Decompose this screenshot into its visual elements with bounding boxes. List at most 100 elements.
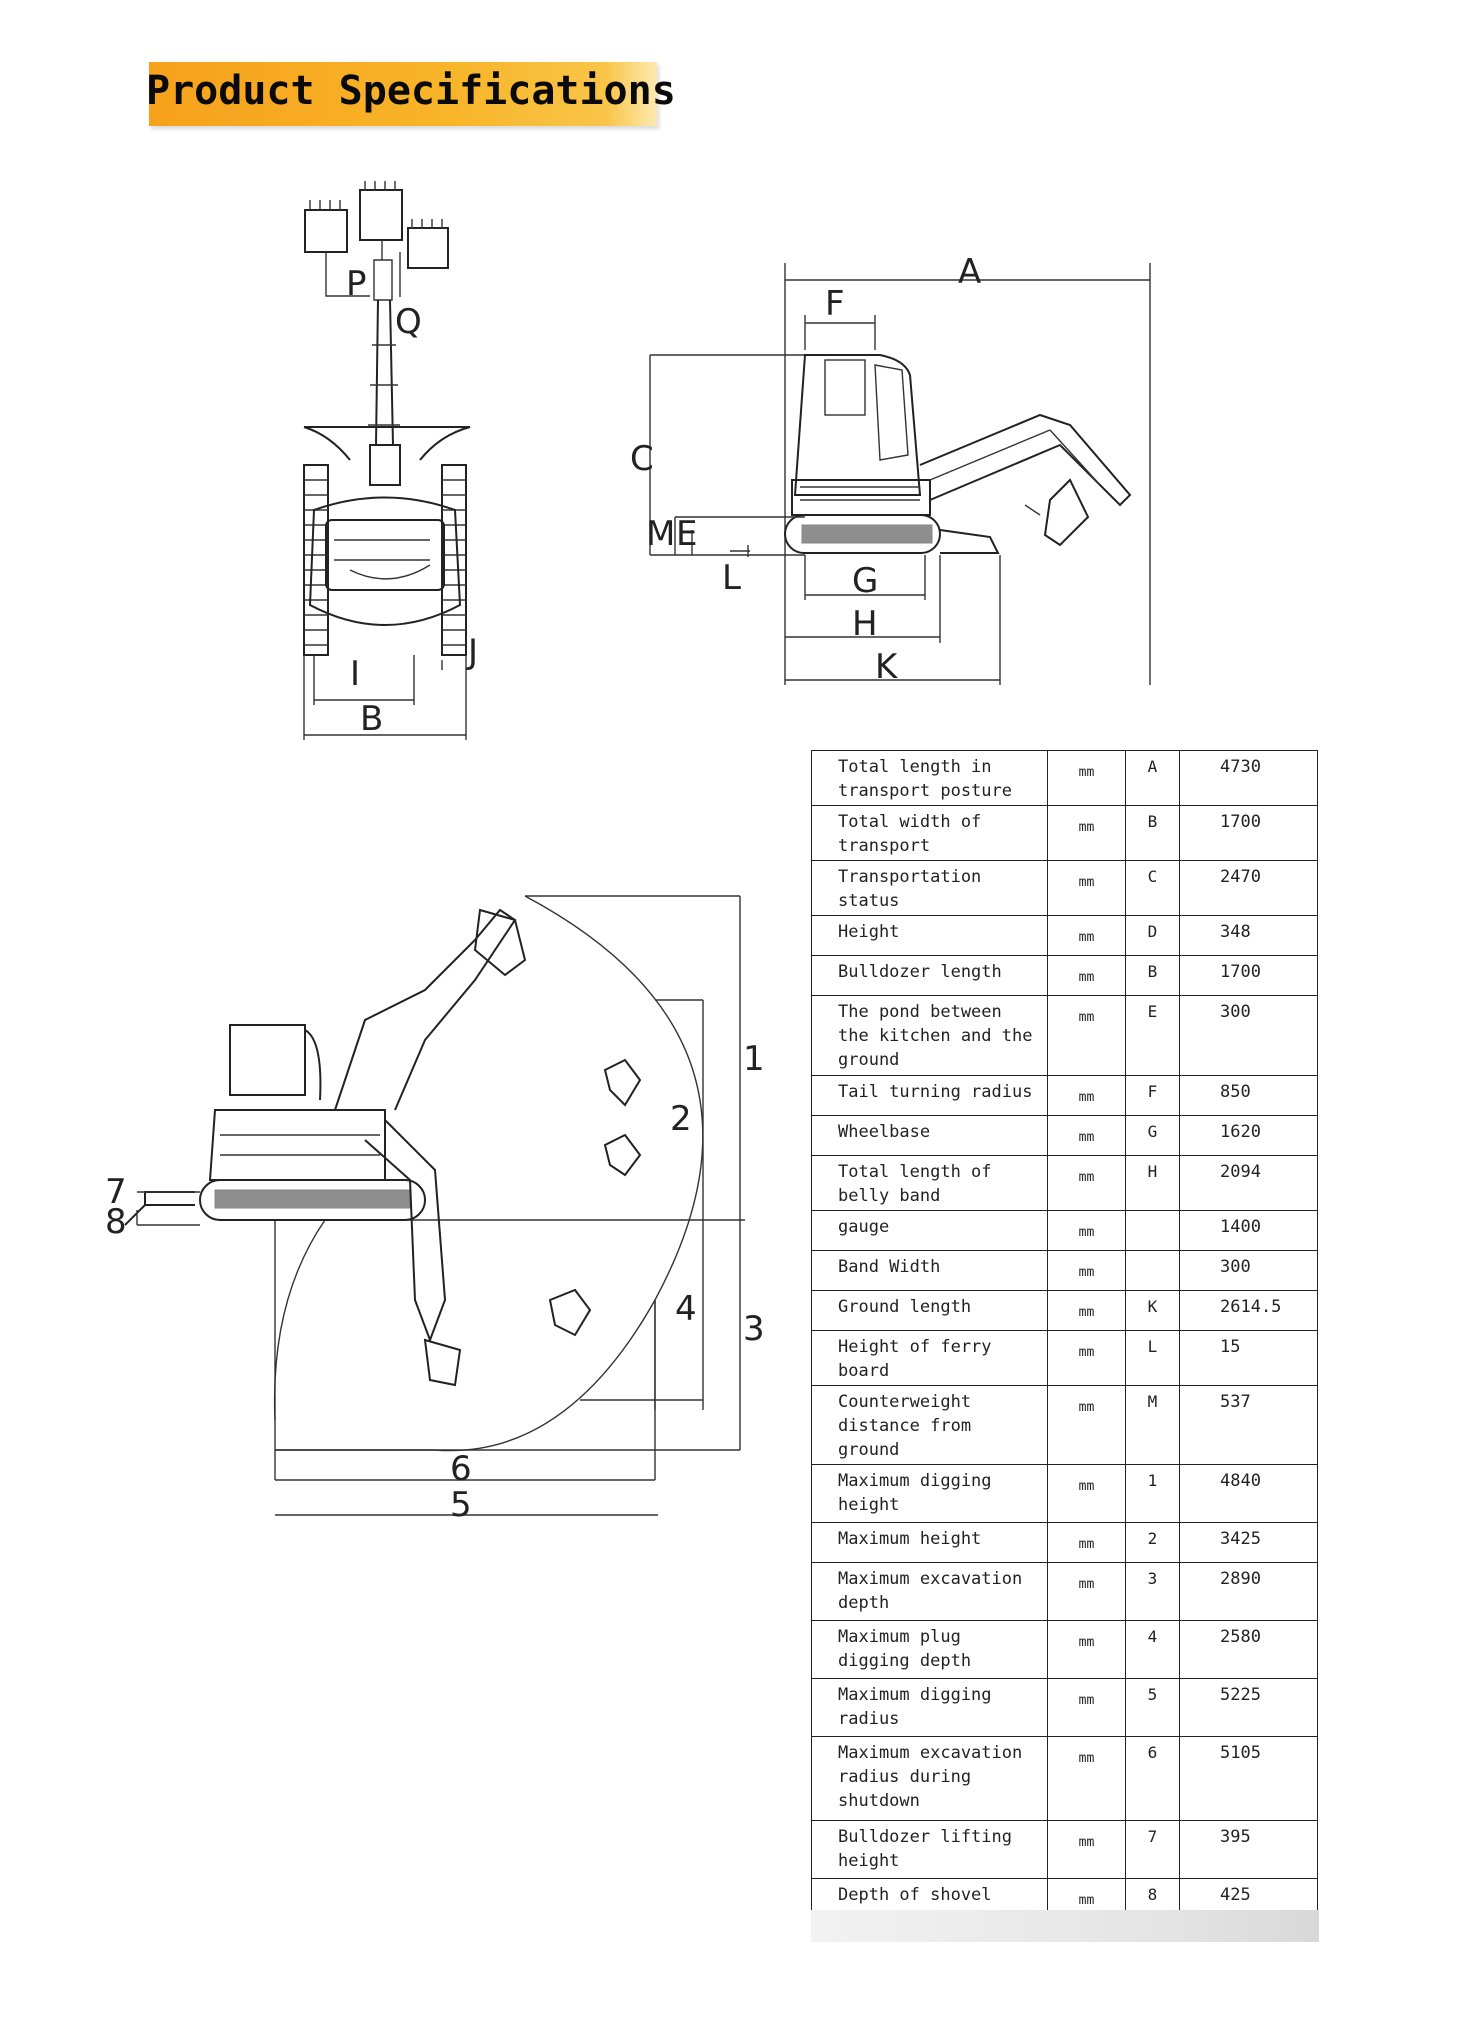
spec-unit: mm xyxy=(1047,1210,1126,1251)
spec-unit: mm xyxy=(1047,1736,1126,1821)
excavator-working xyxy=(124,908,642,1387)
label-5: 5 xyxy=(450,1485,472,1525)
spec-value: 2470 xyxy=(1179,860,1318,916)
spec-value: 4730 xyxy=(1179,750,1318,806)
spec-unit: mm xyxy=(1047,1330,1126,1386)
spec-unit: mm xyxy=(1047,1250,1126,1291)
spec-description: Maximum plug digging depth xyxy=(811,1620,1048,1679)
spec-value: 4840 xyxy=(1179,1464,1318,1523)
spec-description: Bulldozer length xyxy=(811,955,1048,996)
table-shadow xyxy=(811,1910,1319,1942)
label-1: 1 xyxy=(743,1039,765,1079)
spec-unit: mm xyxy=(1047,1115,1126,1156)
spec-code: D xyxy=(1125,915,1180,956)
side-view-diagram: A F C M E L G H K xyxy=(630,252,1151,687)
front-view-diagram: P Q I B J xyxy=(303,181,478,740)
bucket-positions xyxy=(304,181,449,301)
label-i: I xyxy=(350,654,360,694)
spec-code: G xyxy=(1125,1115,1180,1156)
label-p: P xyxy=(346,264,367,304)
label-l: L xyxy=(722,558,741,598)
label-e: E xyxy=(676,514,697,554)
label-3: 3 xyxy=(743,1309,765,1349)
title-banner: Product Specifications xyxy=(146,62,676,126)
spec-unit: mm xyxy=(1047,750,1126,806)
spec-value: 5105 xyxy=(1179,1736,1318,1821)
spec-code: F xyxy=(1125,1075,1180,1116)
spec-description: gauge xyxy=(811,1210,1048,1251)
spec-code: K xyxy=(1125,1290,1180,1331)
label-8: 8 xyxy=(105,1202,127,1242)
spec-value: 2580 xyxy=(1179,1620,1318,1679)
spec-value: 850 xyxy=(1179,1075,1318,1116)
label-7: 7 xyxy=(105,1172,127,1212)
spec-value: 537 xyxy=(1179,1385,1318,1465)
spec-value: 1700 xyxy=(1179,955,1318,996)
spec-unit: mm xyxy=(1047,1290,1126,1331)
spec-description: Tail turning radius xyxy=(811,1075,1048,1116)
spec-value: 2614.5 xyxy=(1179,1290,1318,1331)
table-row: The pond between the kitchen and the gro… xyxy=(811,995,1318,1076)
spec-value: 15 xyxy=(1179,1330,1318,1386)
spec-code: E xyxy=(1125,995,1180,1076)
spec-description: Total length in transport posture xyxy=(811,750,1048,806)
spec-description: Maximum excavation depth xyxy=(811,1562,1048,1621)
spec-description: Wheelbase xyxy=(811,1115,1048,1156)
boom-side xyxy=(919,413,1132,547)
spec-code: 7 xyxy=(1125,1820,1180,1879)
spec-unit: mm xyxy=(1047,915,1126,956)
spec-value: 300 xyxy=(1179,995,1318,1076)
spec-value: 1400 xyxy=(1179,1210,1318,1251)
spec-description: Maximum digging height xyxy=(811,1464,1048,1523)
label-6: 6 xyxy=(450,1449,472,1489)
label-f: F xyxy=(825,284,845,324)
label-h: H xyxy=(852,604,878,644)
spec-description: Maximum excavation radius during shutdow… xyxy=(811,1736,1048,1821)
spec-code: 1 xyxy=(1125,1464,1180,1523)
spec-value: 395 xyxy=(1179,1820,1318,1879)
label-q: Q xyxy=(395,302,422,342)
spec-code: C xyxy=(1125,860,1180,916)
label-k: K xyxy=(875,647,899,687)
spec-description: The pond between the kitchen and the gro… xyxy=(811,995,1048,1076)
spec-unit: mm xyxy=(1047,995,1126,1076)
spec-code: H xyxy=(1125,1155,1180,1211)
spec-description: Total length of belly band xyxy=(811,1155,1048,1211)
spec-code: B xyxy=(1125,955,1180,996)
blade-front xyxy=(303,426,471,461)
spec-code: L xyxy=(1125,1330,1180,1386)
spec-value: 3425 xyxy=(1179,1522,1318,1563)
spec-code: 4 xyxy=(1125,1620,1180,1679)
label-a: A xyxy=(958,252,981,292)
spec-unit: mm xyxy=(1047,805,1126,861)
label-g: G xyxy=(852,561,878,601)
spec-description: Ground length xyxy=(811,1290,1048,1331)
spec-description: Maximum digging radius xyxy=(811,1678,1048,1737)
tracks-side xyxy=(784,514,1000,554)
spec-description: Transportation status xyxy=(811,860,1048,916)
spec-value: 1700 xyxy=(1179,805,1318,861)
label-4: 4 xyxy=(675,1289,697,1329)
spec-unit: mm xyxy=(1047,1620,1126,1679)
spec-code: M xyxy=(1125,1385,1180,1465)
spec-unit: mm xyxy=(1047,955,1126,996)
spec-value: 5225 xyxy=(1179,1678,1318,1737)
